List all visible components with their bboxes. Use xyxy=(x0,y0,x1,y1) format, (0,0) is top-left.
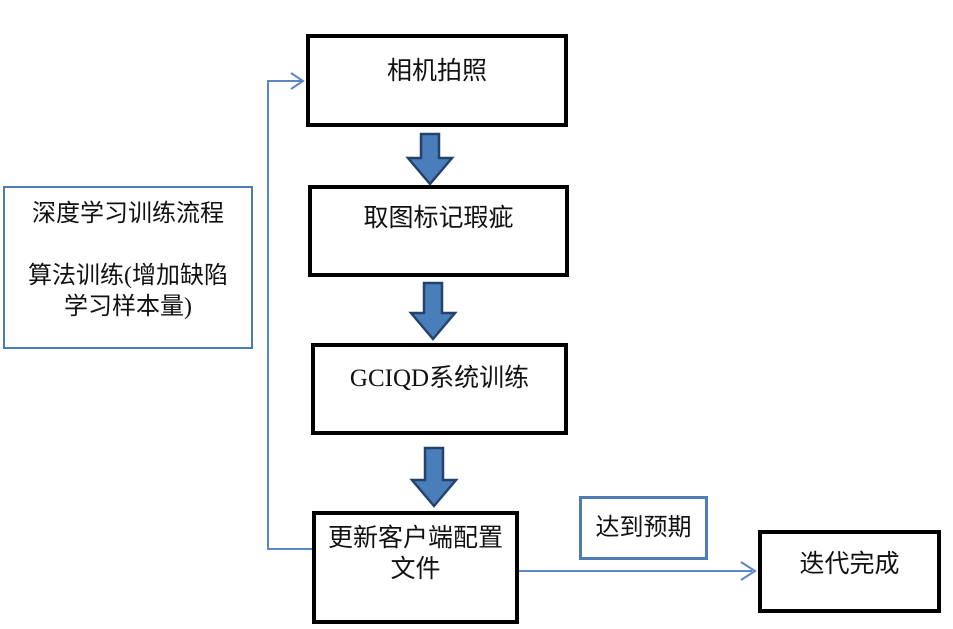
down-block-arrow-icon-1 xyxy=(405,132,455,186)
legend-spacer xyxy=(5,230,251,261)
feedback-arrowhead-icon xyxy=(290,72,305,90)
flow-step-mark-label: 取图标记瑕疵 xyxy=(363,205,514,232)
flow-step-mark-defects: 取图标记瑕疵 xyxy=(308,185,569,277)
flow-step-update-label-line1: 更新客户端配置 xyxy=(327,525,503,552)
legend-title: 深度学习训练流程 xyxy=(32,201,224,227)
process-legend-box: 深度学习训练流程 算法训练(增加缺陷 学习样本量) xyxy=(3,186,253,349)
legend-text-line1: 算法训练(增加缺陷 xyxy=(28,263,228,289)
to-done-arrowhead-icon xyxy=(740,561,757,581)
condition-label-box: 达到预期 xyxy=(579,496,708,560)
flow-end-label: 迭代完成 xyxy=(799,551,900,578)
flow-step-training-label: GCIQD系统训练 xyxy=(349,365,530,392)
flow-step-camera-label: 相机拍照 xyxy=(386,58,487,85)
flow-step-camera-capture: 相机拍照 xyxy=(306,34,568,127)
flow-step-update-config: 更新客户端配置 文件 xyxy=(312,511,519,624)
down-block-arrow-icon-3 xyxy=(409,446,459,508)
flow-step-system-training: GCIQD系统训练 xyxy=(311,343,568,435)
flow-step-update-label-line2: 文件 xyxy=(390,556,441,583)
condition-label: 达到预期 xyxy=(595,515,692,541)
feedback-connector-line xyxy=(267,80,314,550)
down-block-arrow-icon-2 xyxy=(408,281,458,341)
legend-text-line2: 学习样本量) xyxy=(64,294,192,320)
flow-end-iteration-complete: 迭代完成 xyxy=(758,530,941,613)
